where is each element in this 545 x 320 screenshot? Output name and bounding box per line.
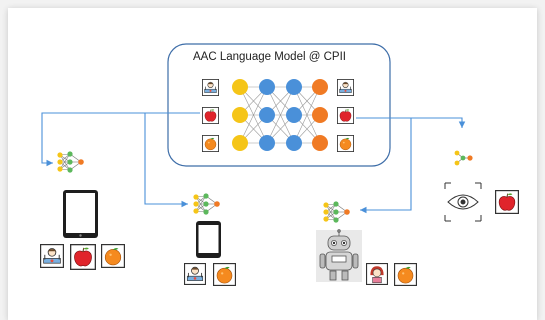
orange-icon — [213, 263, 236, 286]
neural-network — [232, 79, 328, 151]
hidden-node — [286, 135, 302, 151]
hidden-node — [259, 107, 275, 123]
person-eating-icon — [202, 79, 219, 96]
output-node — [312, 135, 328, 151]
mini-network-icon — [192, 192, 221, 216]
tablet-icon — [63, 190, 98, 238]
orange-icon — [202, 135, 219, 152]
eye-tracking-icon — [444, 182, 482, 222]
orange-icon — [337, 135, 354, 152]
hidden-node — [259, 79, 275, 95]
input-node — [232, 107, 248, 123]
output-node — [312, 79, 328, 95]
input-node — [232, 135, 248, 151]
apple-icon — [70, 244, 96, 270]
model-box: AAC Language Model @ CPII — [167, 43, 391, 167]
network-edge — [293, 86, 321, 144]
apple-icon — [202, 107, 219, 124]
apple-icon — [337, 107, 354, 124]
girl-icon — [366, 263, 388, 285]
input-node — [232, 79, 248, 95]
apple-icon — [495, 190, 519, 214]
mini-network-icon — [56, 150, 85, 174]
mini-network-icon — [454, 150, 473, 166]
connector-to-phone — [144, 112, 200, 208]
robot-icon — [316, 229, 362, 282]
output-node — [312, 107, 328, 123]
person-eating-icon — [40, 244, 64, 268]
mini-network-icon — [322, 200, 351, 224]
person-eating-icon — [337, 79, 354, 96]
phone-icon — [196, 221, 221, 258]
hidden-node — [286, 107, 302, 123]
person-eating-icon — [184, 263, 206, 285]
connector-to-robot — [356, 117, 412, 214]
orange-icon — [101, 244, 125, 268]
network-edge — [266, 86, 295, 144]
connector-lines — [41, 112, 466, 214]
network-edge — [239, 86, 268, 144]
connector-to-tablet — [41, 112, 200, 167]
hidden-node — [286, 79, 302, 95]
hidden-node — [259, 135, 275, 151]
model-box-title: AAC Language Model @ CPII — [193, 51, 346, 63]
orange-icon — [394, 263, 417, 286]
